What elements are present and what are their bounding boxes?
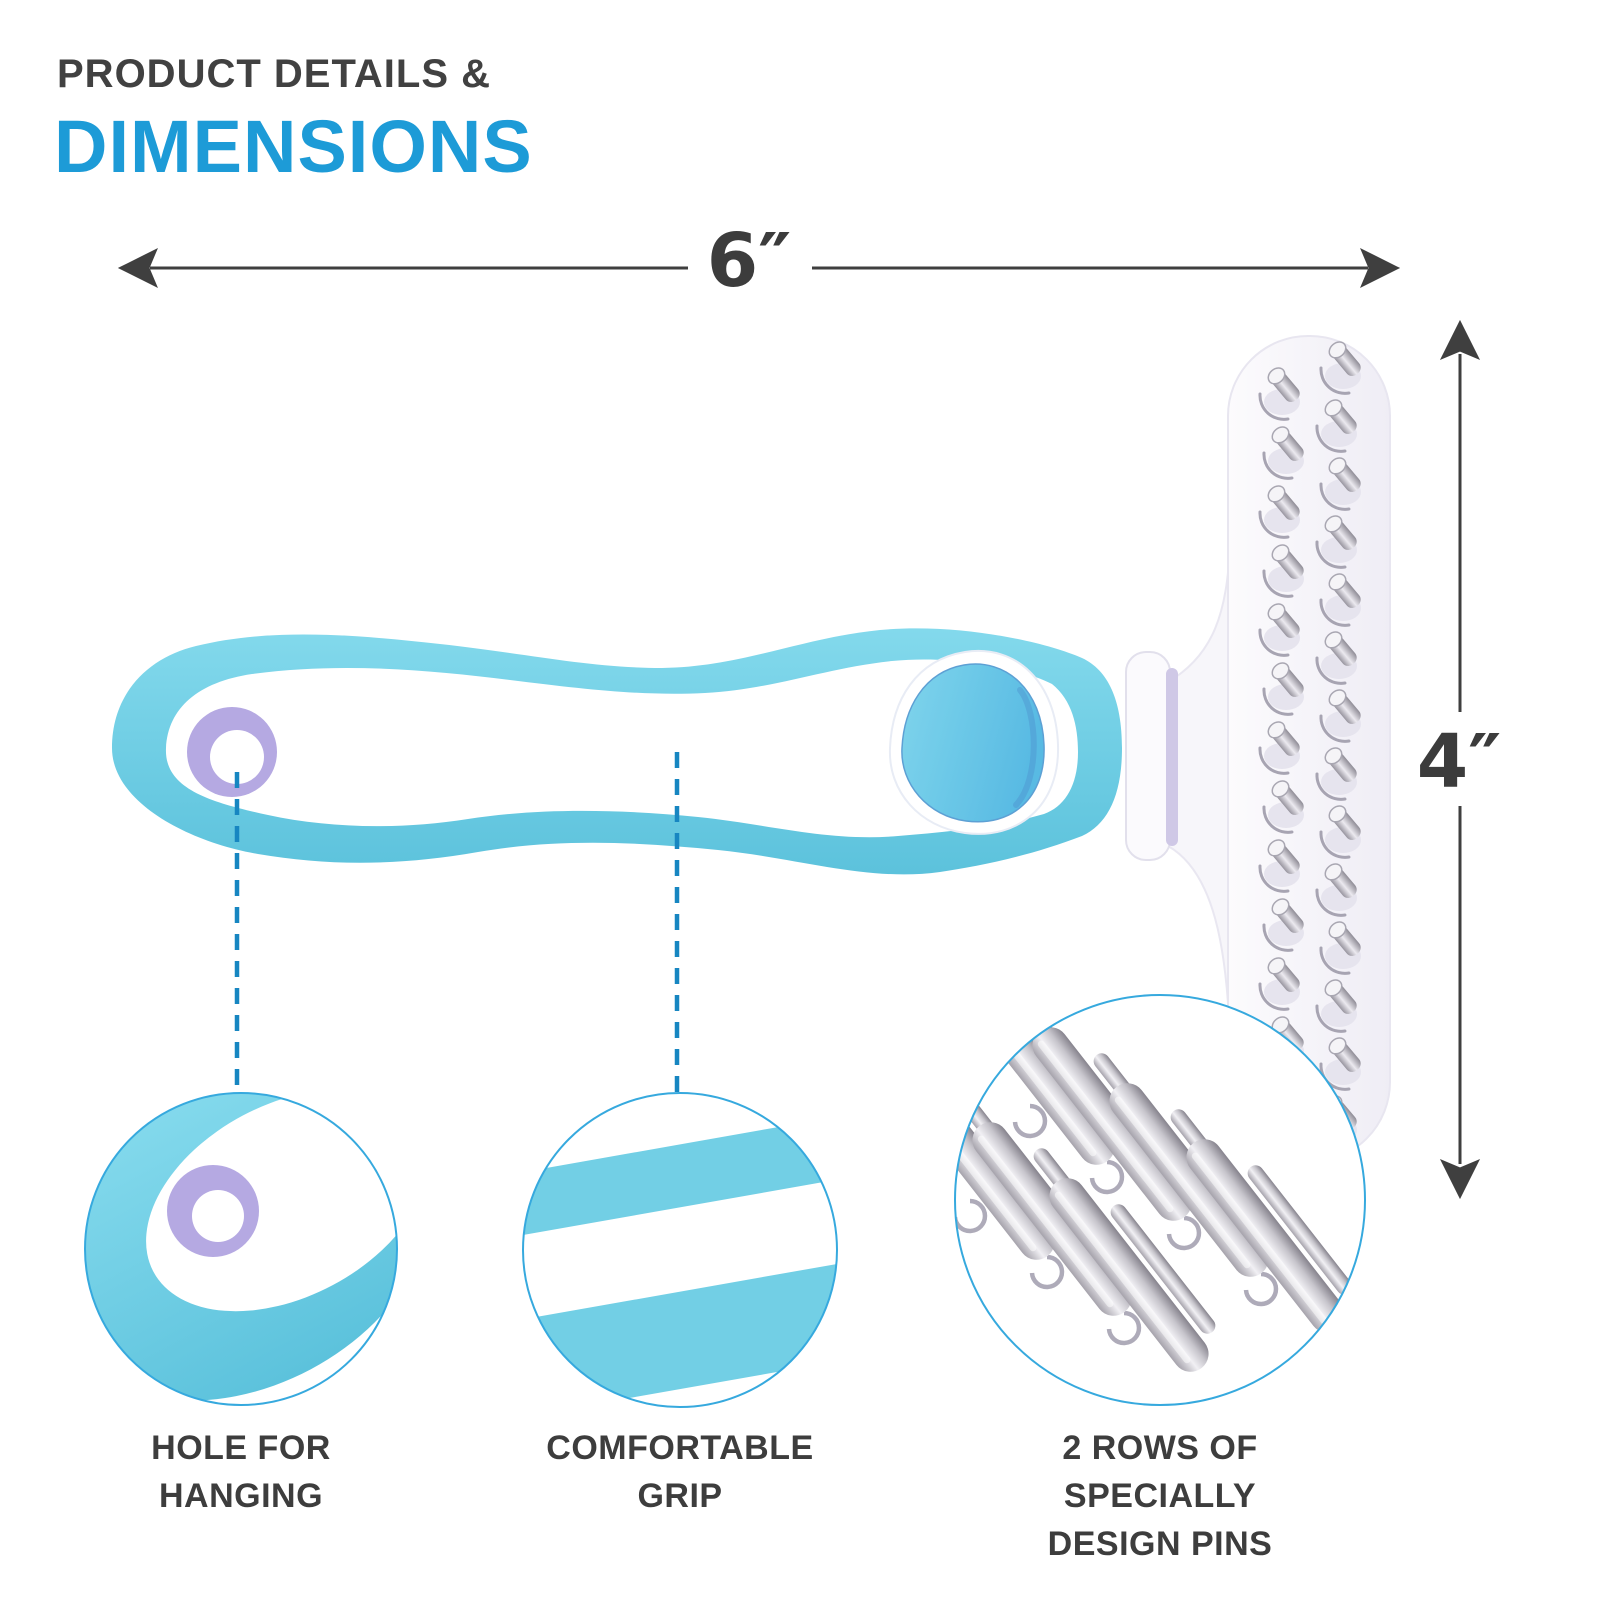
height-dimension-label: 4″ (1416, 719, 1502, 805)
callout-pins (954, 994, 1366, 1406)
caption-line: HANGING (158, 1477, 324, 1515)
arrow-left-icon (117, 247, 158, 289)
caption-two-rows-pins: 2 ROWS OF SPECIALLY DESIGN PINS (950, 1424, 1370, 1568)
width-dimension-label: 6″ (706, 218, 792, 304)
caption-hole-for-hanging: HOLE FOR HANGING (61, 1424, 421, 1520)
caption-comfortable-grip: COMFORTABLE GRIP (500, 1424, 860, 1520)
handle-inlay (165, 659, 1079, 838)
caption-line: 2 ROWS OF (1062, 1429, 1258, 1467)
page-title-line2: DIMENSIONS (54, 105, 533, 188)
caption-line: HOLE FOR (151, 1429, 331, 1467)
caption-line: DESIGN PINS (1047, 1525, 1273, 1563)
caption-line: GRIP (637, 1477, 723, 1515)
page-title-line1: PRODUCT DETAILS & (57, 52, 492, 96)
dimension-height (1439, 319, 1481, 1200)
arrow-down-icon (1439, 1159, 1481, 1200)
arrow-right-icon (1360, 247, 1401, 289)
callout-hole (84, 1092, 398, 1406)
arrow-up-icon (1439, 319, 1481, 360)
dimension-width (117, 247, 1401, 289)
caption-line: COMFORTABLE (546, 1429, 814, 1467)
grooming-rake (112, 335, 1391, 1163)
callout-grip (522, 1092, 838, 1408)
collar (1125, 651, 1178, 861)
hanging-hole (187, 707, 277, 797)
thumb-rest (888, 649, 1060, 835)
caption-line: SPECIALLY (1063, 1477, 1257, 1515)
